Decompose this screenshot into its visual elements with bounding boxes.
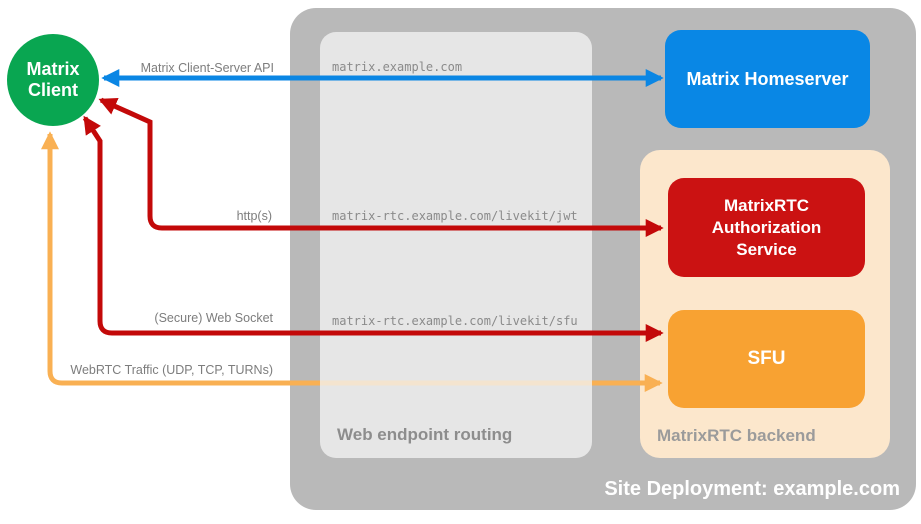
matrix-homeserver-label: Matrix Homeserver [686,68,849,89]
matrix-client-label-line1: Matrix [26,59,80,79]
sfu-node: SFU [668,310,865,408]
site-deployment-title: Site Deployment: example.com [604,478,900,500]
matrix-client-node: Matrix Client [7,34,99,126]
matrixrtc-authorization-service-label: MatrixRTC Authorization Service [711,195,822,259]
webrtc-traffic-label: WebRTC Traffic (UDP, TCP, TURNs) [70,363,273,377]
endpoint-livekit-sfu: matrix-rtc.example.com/livekit/sfu [332,314,578,328]
https-label: http(s) [236,209,272,223]
matrix-client-label-line2: Client [27,80,78,100]
client-server-api-label: Matrix Client-Server API [140,61,274,75]
endpoint-livekit-jwt: matrix-rtc.example.com/livekit/jwt [332,209,578,223]
websocket-label: (Secure) Web Socket [154,311,273,325]
matrixrtc-authorization-service-node: MatrixRTC Authorization Service [668,178,865,277]
web-endpoint-routing-box: matrix.example.com matrix-rtc.example.co… [320,32,592,458]
matrixrtc-backend-title: MatrixRTC backend [657,426,816,445]
sfu-label: SFU [747,348,786,369]
matrixrtc-backend-container: MatrixRTC Authorization Service SFU Matr… [640,150,890,458]
matrix-homeserver-node: Matrix Homeserver [665,30,870,128]
endpoint-matrix-example-com: matrix.example.com [332,60,463,74]
web-endpoint-routing-title: Web endpoint routing [337,425,513,444]
